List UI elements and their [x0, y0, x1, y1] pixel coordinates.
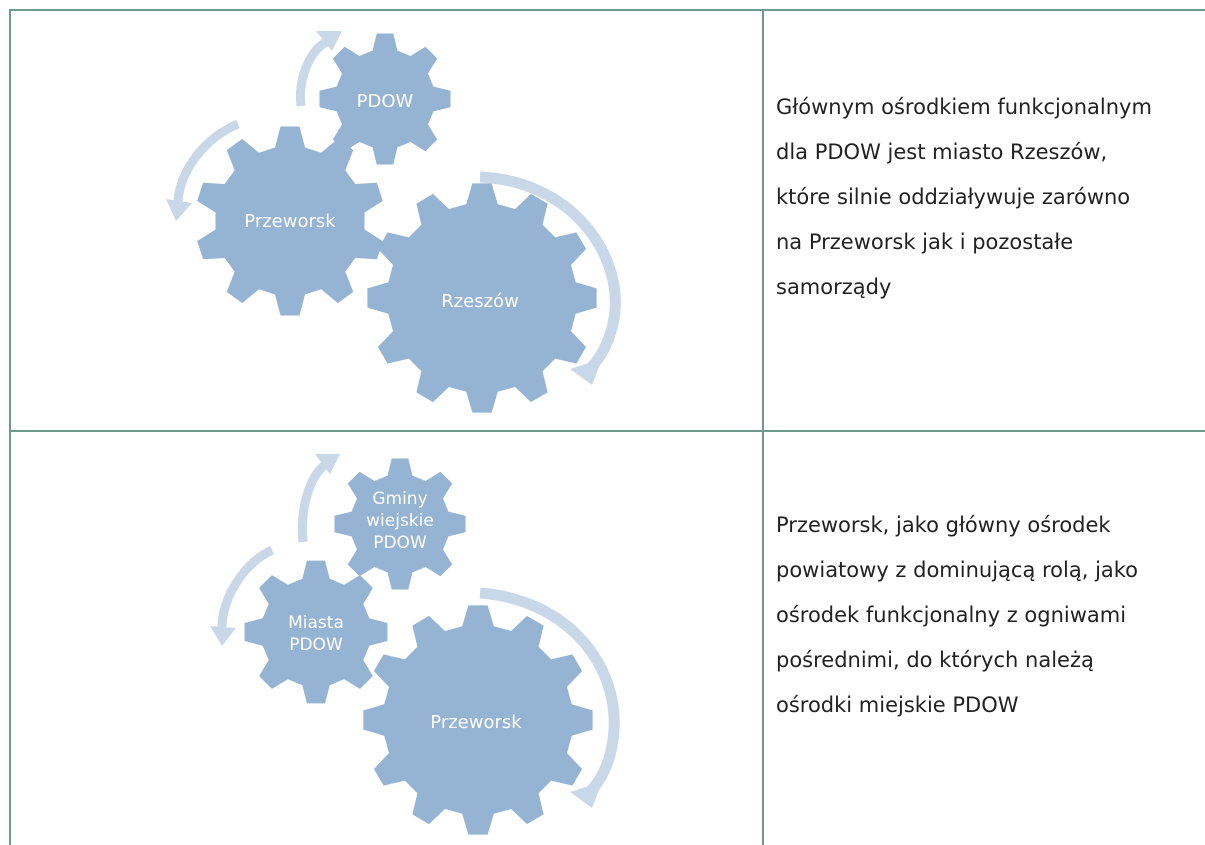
cycle-arrow-left	[217, 545, 275, 628]
gear-large	[367, 183, 597, 413]
cycle-arrow-right-head	[570, 359, 602, 385]
gear-body	[319, 33, 451, 165]
cycle-arrow-left	[173, 119, 240, 202]
gear-label-line: Przeworsk	[244, 211, 336, 232]
gear-diagram-row-1: PDOW Przeworsk Rzeszów	[10, 11, 762, 430]
gear-label-line: PDOW	[373, 533, 427, 553]
gear-label-big: Rzeszów	[441, 291, 519, 312]
cycle-arrow-left-head	[166, 199, 192, 221]
gear-label-line: Gminy	[372, 489, 427, 509]
row-1-line-5: samorządy	[776, 275, 892, 299]
row-2-text: Przeworsk, jako główny ośrodek powiatowy…	[776, 503, 1201, 728]
row-2-line-4: pośrednimi, do których należą	[776, 648, 1094, 672]
gear-small	[319, 33, 451, 165]
row-2-line-5: ośrodki miejskie PDOW	[776, 693, 1019, 717]
gear-label-line: wiejskie	[366, 511, 434, 531]
cycle-arrow-up	[297, 460, 329, 543]
row-2-line-3: ośrodek funkcjonalny z ogniwami	[776, 603, 1127, 627]
row-1-line-2: dla PDOW jest miasto Rzeszów,	[776, 140, 1108, 164]
row-2-line-1: Przeworsk, jako główny ośrodek	[776, 513, 1111, 537]
gear-body	[197, 126, 383, 316]
cycle-arrow-right	[479, 171, 621, 378]
cycle-arrow-up-head	[316, 31, 342, 51]
gear-medium	[244, 560, 388, 704]
cycle-arrows	[210, 454, 620, 808]
row-1-line-1: Głównym ośrodkiem funkcjonalnym	[776, 95, 1152, 119]
gear-large	[363, 605, 593, 835]
gear-label-line: Miasta	[288, 613, 344, 633]
cycle-arrow-left-head	[210, 626, 236, 646]
gear-label-line: PDOW	[289, 635, 343, 655]
gear-label-line: Rzeszów	[441, 291, 519, 312]
cycle-arrow-up-head	[315, 454, 340, 474]
gear-body	[334, 458, 466, 590]
gear-body	[367, 183, 597, 413]
gear-medium	[197, 126, 383, 316]
table-border-top	[10, 9, 1205, 11]
cycle-arrow-right-head	[570, 782, 602, 808]
cycle-arrow-up	[295, 36, 331, 107]
table-border-middle	[10, 430, 1205, 432]
table-border-left	[9, 9, 11, 845]
gear-body	[244, 560, 388, 704]
gear-small	[334, 458, 466, 590]
gear-label-line: Przeworsk	[430, 712, 522, 733]
gear-label-left: Przeworsk	[244, 211, 336, 232]
gear-label-line: PDOW	[357, 91, 414, 112]
row-1-line-3: które silnie oddziaływuje zarówno	[776, 185, 1131, 209]
gear-label-big: Przeworsk	[430, 712, 522, 733]
gear-body	[363, 605, 593, 835]
gear-diagram-svg: PDOW Przeworsk Rzeszów	[166, 31, 621, 413]
gear-label-top: PDOW	[357, 91, 414, 112]
cycle-arrows	[166, 31, 621, 385]
table-border-column	[762, 9, 764, 845]
row-1-text: Głównym ośrodkiem funkcjonalnym dla PDOW…	[776, 85, 1201, 310]
row-1-line-4: na Przeworsk jak i pozostałe	[776, 230, 1074, 254]
cycle-arrow-right	[479, 587, 620, 801]
row-2-line-2: powiatowy z dominującą rolą, jako	[776, 558, 1139, 582]
